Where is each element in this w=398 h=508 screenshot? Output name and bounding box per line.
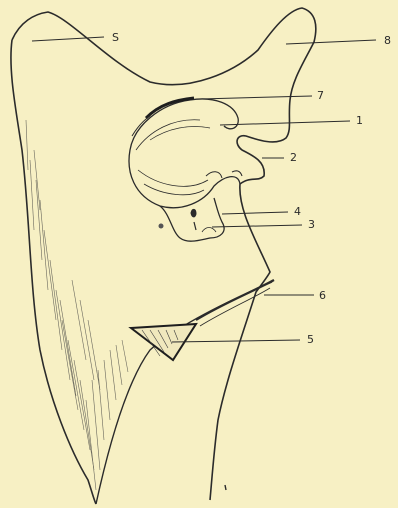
ink-mark: [225, 485, 226, 490]
label-3: 3: [308, 218, 315, 231]
label-8: 8: [384, 34, 391, 47]
label-7: 7: [317, 89, 324, 102]
label-1: 1: [356, 114, 363, 127]
small-dot: [159, 224, 164, 229]
label-6: 6: [319, 289, 326, 302]
label-2: 2: [290, 151, 297, 164]
label-4: 4: [294, 205, 301, 218]
label-5: 5: [307, 333, 314, 346]
label-S: S: [112, 31, 119, 44]
small-foramen: [191, 209, 196, 217]
